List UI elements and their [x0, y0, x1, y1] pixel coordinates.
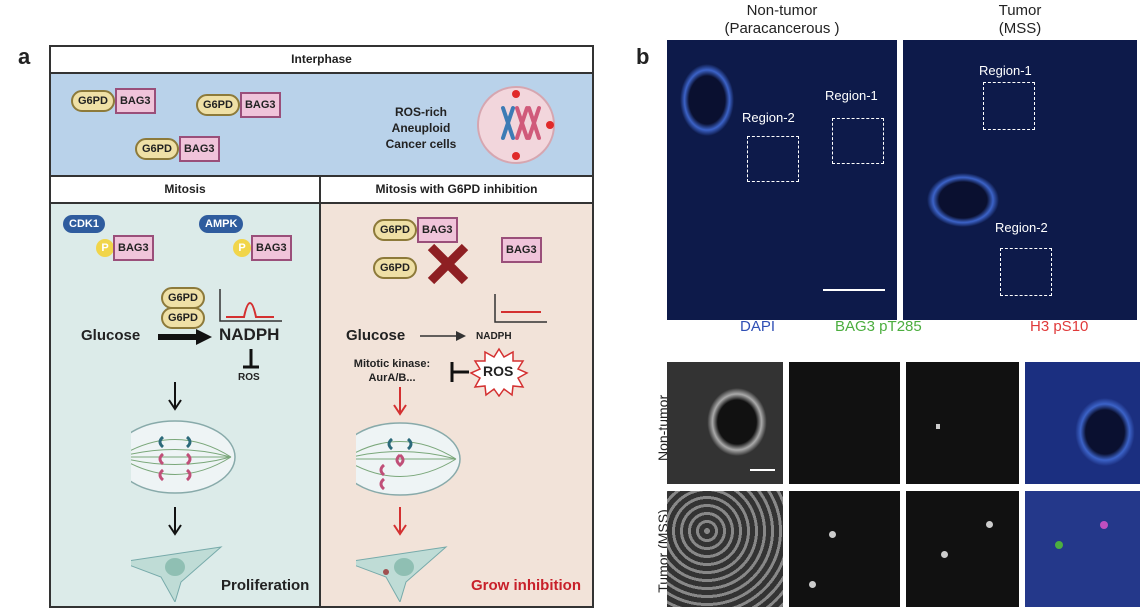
region-1-label: Region-1 [979, 63, 1032, 78]
tumor-bag3-image [789, 491, 900, 607]
proliferation-label: Proliferation [221, 577, 310, 594]
non-tumor-overview-image: Region-2 Region-1 [667, 40, 897, 320]
g6pd-label: G6PD [161, 307, 205, 329]
mitotic-kinase-label: Mitotic kinase: AurA/B... [337, 357, 447, 385]
ros-label: ROS [483, 363, 514, 379]
nucleus-spot [986, 521, 993, 528]
region-2-label: Region-2 [995, 220, 1048, 235]
nadph-label: NADPH [476, 331, 512, 342]
bag3-label: BAG3 [178, 136, 220, 162]
region-1-box [983, 82, 1035, 130]
nucleus-spot [829, 531, 836, 538]
nucleus-spot [941, 551, 948, 558]
glucose-label: Glucose [81, 327, 141, 344]
column-title: Non-tumor [746, 2, 818, 19]
scale-bar [823, 289, 885, 291]
nucleus-spot [1055, 541, 1063, 549]
thin-arrow-icon [420, 331, 466, 341]
g6pd-label: G6PD [161, 287, 205, 309]
thick-arrow-icon [158, 329, 212, 345]
tumor-merge-image [1025, 491, 1140, 607]
cell-division-illustration [131, 382, 236, 602]
kinase-line: AurA/B... [368, 372, 416, 384]
panel-a-label: a [18, 44, 31, 69]
kinase-line: Mitotic kinase: [353, 358, 431, 370]
tumor-overview-image: Region-1 Region-2 [903, 40, 1137, 320]
nucleus-spot [936, 424, 940, 429]
non-tumor-h3-image [906, 362, 1019, 484]
g6pd-label: G6PD [71, 90, 115, 112]
cross-icon [427, 243, 469, 285]
ros-label: ROS [238, 372, 260, 383]
cell-text-line: ROS-rich [394, 105, 447, 119]
interphase-header: Interphase [51, 47, 592, 74]
non-tumor-bag3-image [789, 362, 900, 484]
bag3-label: BAG3 [114, 88, 156, 114]
region-2-box [747, 136, 799, 182]
g6pd-label: G6PD [135, 138, 179, 160]
inhibit-icon [450, 362, 469, 382]
legend-h3-ps10: H3 pS10 [1030, 318, 1089, 335]
glucose-label: Glucose [346, 327, 406, 344]
cdk1-kinase: CDK1 [63, 215, 105, 233]
g6pd-label: G6PD [373, 219, 417, 241]
nadph-label: NADPH [219, 325, 280, 344]
g6pd-label: G6PD [373, 257, 417, 279]
bag3-label: BAG3 [239, 92, 281, 118]
cell-text-line: Cancer cells [385, 137, 457, 151]
panel-b-label: b [636, 44, 650, 69]
non-tumor-dapi-image [667, 362, 783, 484]
bag3-label: BAG3 [416, 217, 458, 243]
nucleus-spot [1100, 521, 1108, 529]
non-tumor-merge-image [1025, 362, 1140, 484]
cell-description: ROS-rich Aneuploid Cancer cells [351, 104, 491, 152]
tumor-h3-image [906, 491, 1019, 607]
region-1-box [832, 118, 884, 164]
legend-dapi: DAPI [740, 318, 776, 335]
column-subtitle: (MSS) [998, 20, 1042, 37]
column-title: Tumor [998, 2, 1042, 19]
region-2-label: Region-2 [742, 110, 795, 125]
inhibit-icon [243, 349, 259, 369]
bag3-label: BAG3 [501, 237, 542, 263]
legend-bag3-pt285: BAG3 pT285 [835, 318, 922, 335]
cell-division-illustration [356, 387, 461, 602]
region-2-box [1000, 248, 1052, 296]
mitosis-header: Mitosis [51, 177, 319, 204]
nucleus-spot [809, 581, 816, 588]
aneuploid-cell-icon [477, 86, 555, 164]
tumor-dapi-image [667, 491, 783, 607]
bag3-label: BAG3 [251, 235, 292, 261]
grow-inhibition-label: Grow inhibition [471, 577, 581, 594]
bag3-label: BAG3 [113, 235, 154, 261]
region-1-label: Region-1 [825, 88, 878, 103]
column-title-tumor: Tumor (MSS) [903, 2, 1137, 38]
phospho-icon: P [233, 239, 251, 257]
scale-bar [750, 469, 775, 471]
phospho-icon: P [96, 239, 114, 257]
g6pd-label: G6PD [196, 94, 240, 116]
ampk-kinase: AMPK [199, 215, 244, 233]
cell-text-line: Aneuploid [391, 121, 451, 135]
column-subtitle: (Paracancerous ) [724, 20, 840, 37]
column-title-non-tumor: Non-tumor (Paracancerous ) [667, 2, 897, 38]
mitosis-section: Mitosis CDK1 P BAG3 AMPK P BAG3 G6PD G6P… [51, 177, 321, 606]
inhibition-header: Mitosis with G6PD inhibition [321, 177, 592, 204]
nadph-flat-graph-icon [494, 294, 547, 323]
ros-burst-icon [469, 347, 529, 397]
nadph-peak-graph-icon [219, 289, 282, 322]
